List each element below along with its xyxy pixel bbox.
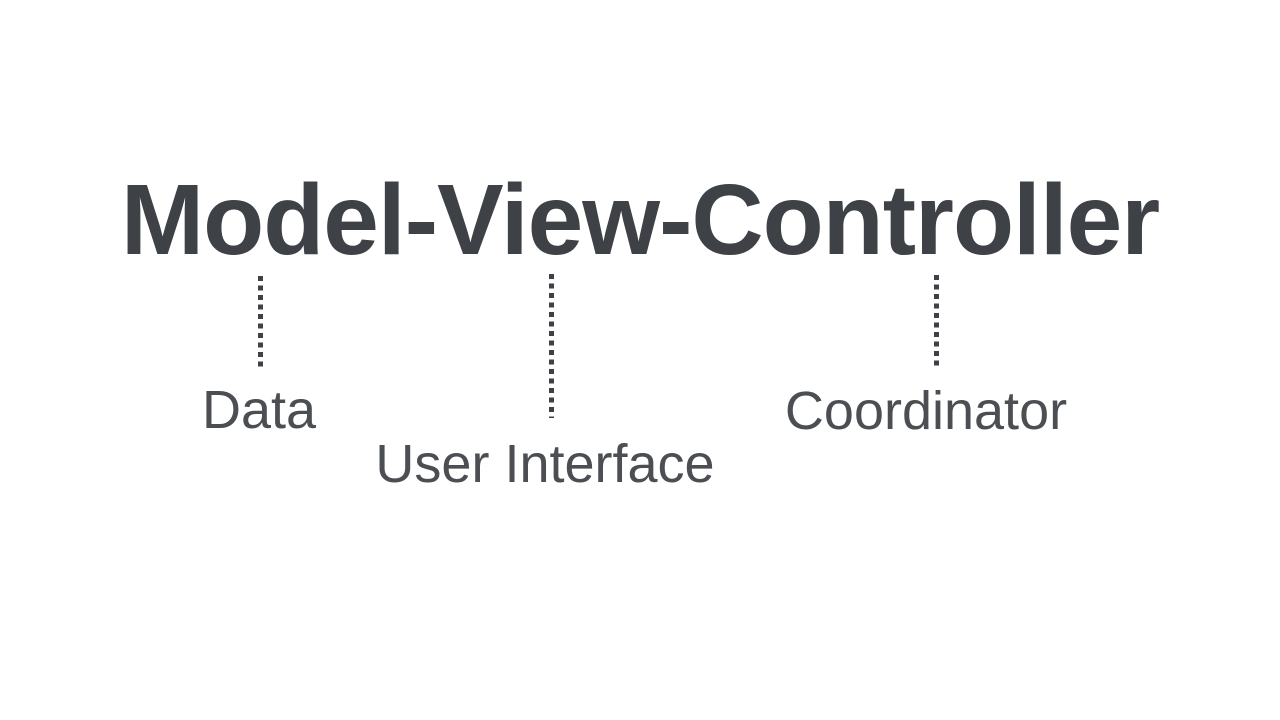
label-model-meaning: Data <box>201 380 317 440</box>
connector-line-view <box>549 274 554 418</box>
label-controller-meaning: Coordinator <box>784 381 1068 441</box>
label-view-meaning: User Interface <box>375 434 715 494</box>
connector-line-model <box>258 276 263 371</box>
diagram-title: Model-View-Controller <box>120 164 1160 276</box>
connector-line-controller <box>934 275 939 369</box>
